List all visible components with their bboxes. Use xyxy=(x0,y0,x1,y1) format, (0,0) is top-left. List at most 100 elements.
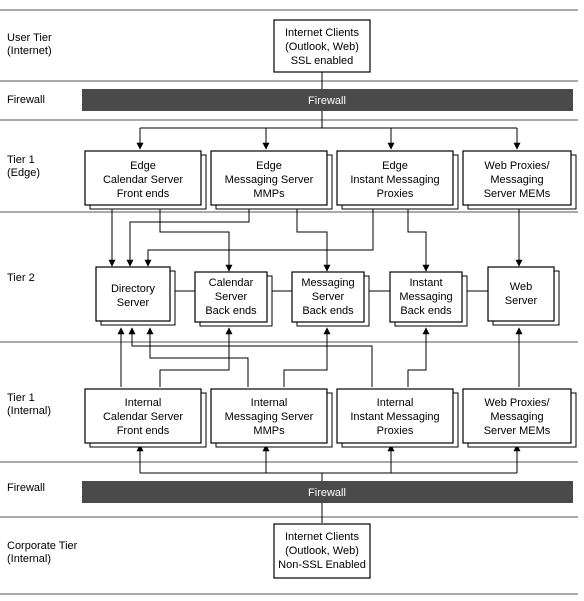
edge-messaging-box: Edge Messaging Server MMPs xyxy=(210,150,333,210)
box-line: Instant Messaging xyxy=(350,174,439,186)
box-line: Web Proxies/ xyxy=(484,397,550,409)
tier-label-line: (Edge) xyxy=(7,167,41,179)
firewall-bar-top: Firewall xyxy=(82,89,573,111)
box-line: Web Proxies/ xyxy=(484,160,550,172)
tier-label-line: Corporate Tier xyxy=(7,540,78,552)
internal-web-proxies-box: Web Proxies/ Messaging Server MEMs xyxy=(462,388,577,448)
box-line: Internal xyxy=(377,397,414,409)
tier-label-tier2: Tier 2 xyxy=(7,272,35,285)
firewall-bar-fill xyxy=(82,89,573,111)
box-line: SSL enabled xyxy=(291,55,354,67)
firewall-bar-label: Firewall xyxy=(308,95,346,107)
box-line: (Outlook, Web) xyxy=(285,41,359,53)
tier-label-tier1-internal: Tier 1 (Internal) xyxy=(7,392,51,418)
box-line: Back ends xyxy=(205,305,257,317)
connector xyxy=(407,327,430,387)
internet-clients-top-box: Internet Clients (Outlook, Web) SSL enab… xyxy=(273,19,371,73)
connector xyxy=(128,327,373,387)
tier-label-line: Tier 2 xyxy=(7,272,35,284)
edge-web-proxies-box: Web Proxies/ Messaging Server MEMs xyxy=(462,150,577,210)
box-line: Back ends xyxy=(400,305,452,317)
tier-label-line: (Internet) xyxy=(7,45,52,57)
box-line: Internet Clients xyxy=(285,531,359,543)
box-line: MMPs xyxy=(253,425,285,437)
box-frame xyxy=(95,266,171,322)
box-line: Server xyxy=(505,295,538,307)
box-line: Server MEMs xyxy=(484,188,551,200)
internal-im-box: Internal Instant Messaging Proxies xyxy=(336,388,459,448)
box-line: Calendar Server xyxy=(103,174,183,186)
box-line: Proxies xyxy=(377,188,414,200)
tier-label-line: Firewall xyxy=(7,482,45,494)
tier-label-line: (Internal) xyxy=(7,405,52,417)
box-line: Messaging Server xyxy=(225,174,314,186)
box-frame xyxy=(462,388,572,444)
box-line: (Outlook, Web) xyxy=(285,545,359,557)
tier-label-line: Firewall xyxy=(7,94,45,106)
internal-calendar-box: Internal Calendar Server Front ends xyxy=(84,388,207,448)
box-frame xyxy=(273,19,371,73)
im-backend-box: Instant Messaging Back ends xyxy=(389,271,468,327)
box-line: Edge xyxy=(256,160,282,172)
edge-calendar-box: Edge Calendar Server Front ends xyxy=(84,150,207,210)
tier-label-line: User Tier xyxy=(7,32,52,44)
connector xyxy=(159,327,233,387)
tier-label-firewall-bottom: Firewall xyxy=(7,482,45,495)
messaging-backend-box: Messaging Server Back ends xyxy=(291,271,370,327)
connector xyxy=(283,327,331,387)
internet-clients-bottom-box: Internet Clients (Outlook, Web) Non-SSL … xyxy=(273,523,371,579)
box-frame xyxy=(487,266,555,322)
box-line: Calendar Server xyxy=(103,411,183,423)
tier-label-line: Tier 1 xyxy=(7,392,35,404)
box-line: Messaging xyxy=(399,291,452,303)
box-line: Internal xyxy=(251,397,288,409)
box-line: Messaging Server xyxy=(225,411,314,423)
firewall-bar-label: Firewall xyxy=(308,487,346,499)
box-line: Calendar xyxy=(209,277,254,289)
box-line: Internal xyxy=(125,397,162,409)
box-frame xyxy=(336,388,454,444)
box-line: Directory xyxy=(111,283,156,295)
box-line: Server xyxy=(312,291,345,303)
box-line: Back ends xyxy=(302,305,354,317)
box-frame xyxy=(194,271,268,323)
firewall-bar-bottom: Firewall xyxy=(82,481,573,503)
internal-messaging-box: Internal Messaging Server MMPs xyxy=(210,388,333,448)
edge-im-box: Edge Instant Messaging Proxies xyxy=(336,150,459,210)
directory-server-box: Directory Server xyxy=(95,266,176,326)
tier-label-user: User Tier (Internet) xyxy=(7,32,52,58)
box-line: Proxies xyxy=(377,425,414,437)
box-line: Instant xyxy=(409,277,442,289)
box-line: Non-SSL Enabled xyxy=(278,559,366,571)
box-frame xyxy=(291,271,365,323)
tier-label-firewall-top: Firewall xyxy=(7,94,45,107)
connector xyxy=(407,205,430,272)
box-line: Server xyxy=(215,291,248,303)
box-line: Internet Clients xyxy=(285,27,359,39)
web-server-box: Web Server xyxy=(487,266,560,326)
box-line: Edge xyxy=(130,160,156,172)
tier-separators xyxy=(0,9,578,595)
connector xyxy=(126,205,250,267)
box-frame xyxy=(462,150,572,206)
box-line: Front ends xyxy=(117,425,170,437)
box-frame xyxy=(84,150,202,206)
tier-label-line: (Internal) xyxy=(7,553,52,565)
box-line: Server xyxy=(117,297,150,309)
box-frame xyxy=(273,523,371,579)
box-frame xyxy=(210,388,328,444)
box-line: Instant Messaging xyxy=(350,411,439,423)
box-frame xyxy=(389,271,463,323)
box-frame xyxy=(84,388,202,444)
connector xyxy=(144,205,374,267)
box-line: Edge xyxy=(382,160,408,172)
connector xyxy=(296,205,331,272)
box-line: Server MEMs xyxy=(484,425,551,437)
box-frame xyxy=(210,150,328,206)
connectors xyxy=(108,72,523,523)
tier-label-tier1-edge: Tier 1 (Edge) xyxy=(7,154,40,180)
tier-label-corporate: Corporate Tier (Internal) xyxy=(7,540,77,566)
box-line: MMPs xyxy=(253,188,285,200)
box-line: Messaging xyxy=(490,174,543,186)
